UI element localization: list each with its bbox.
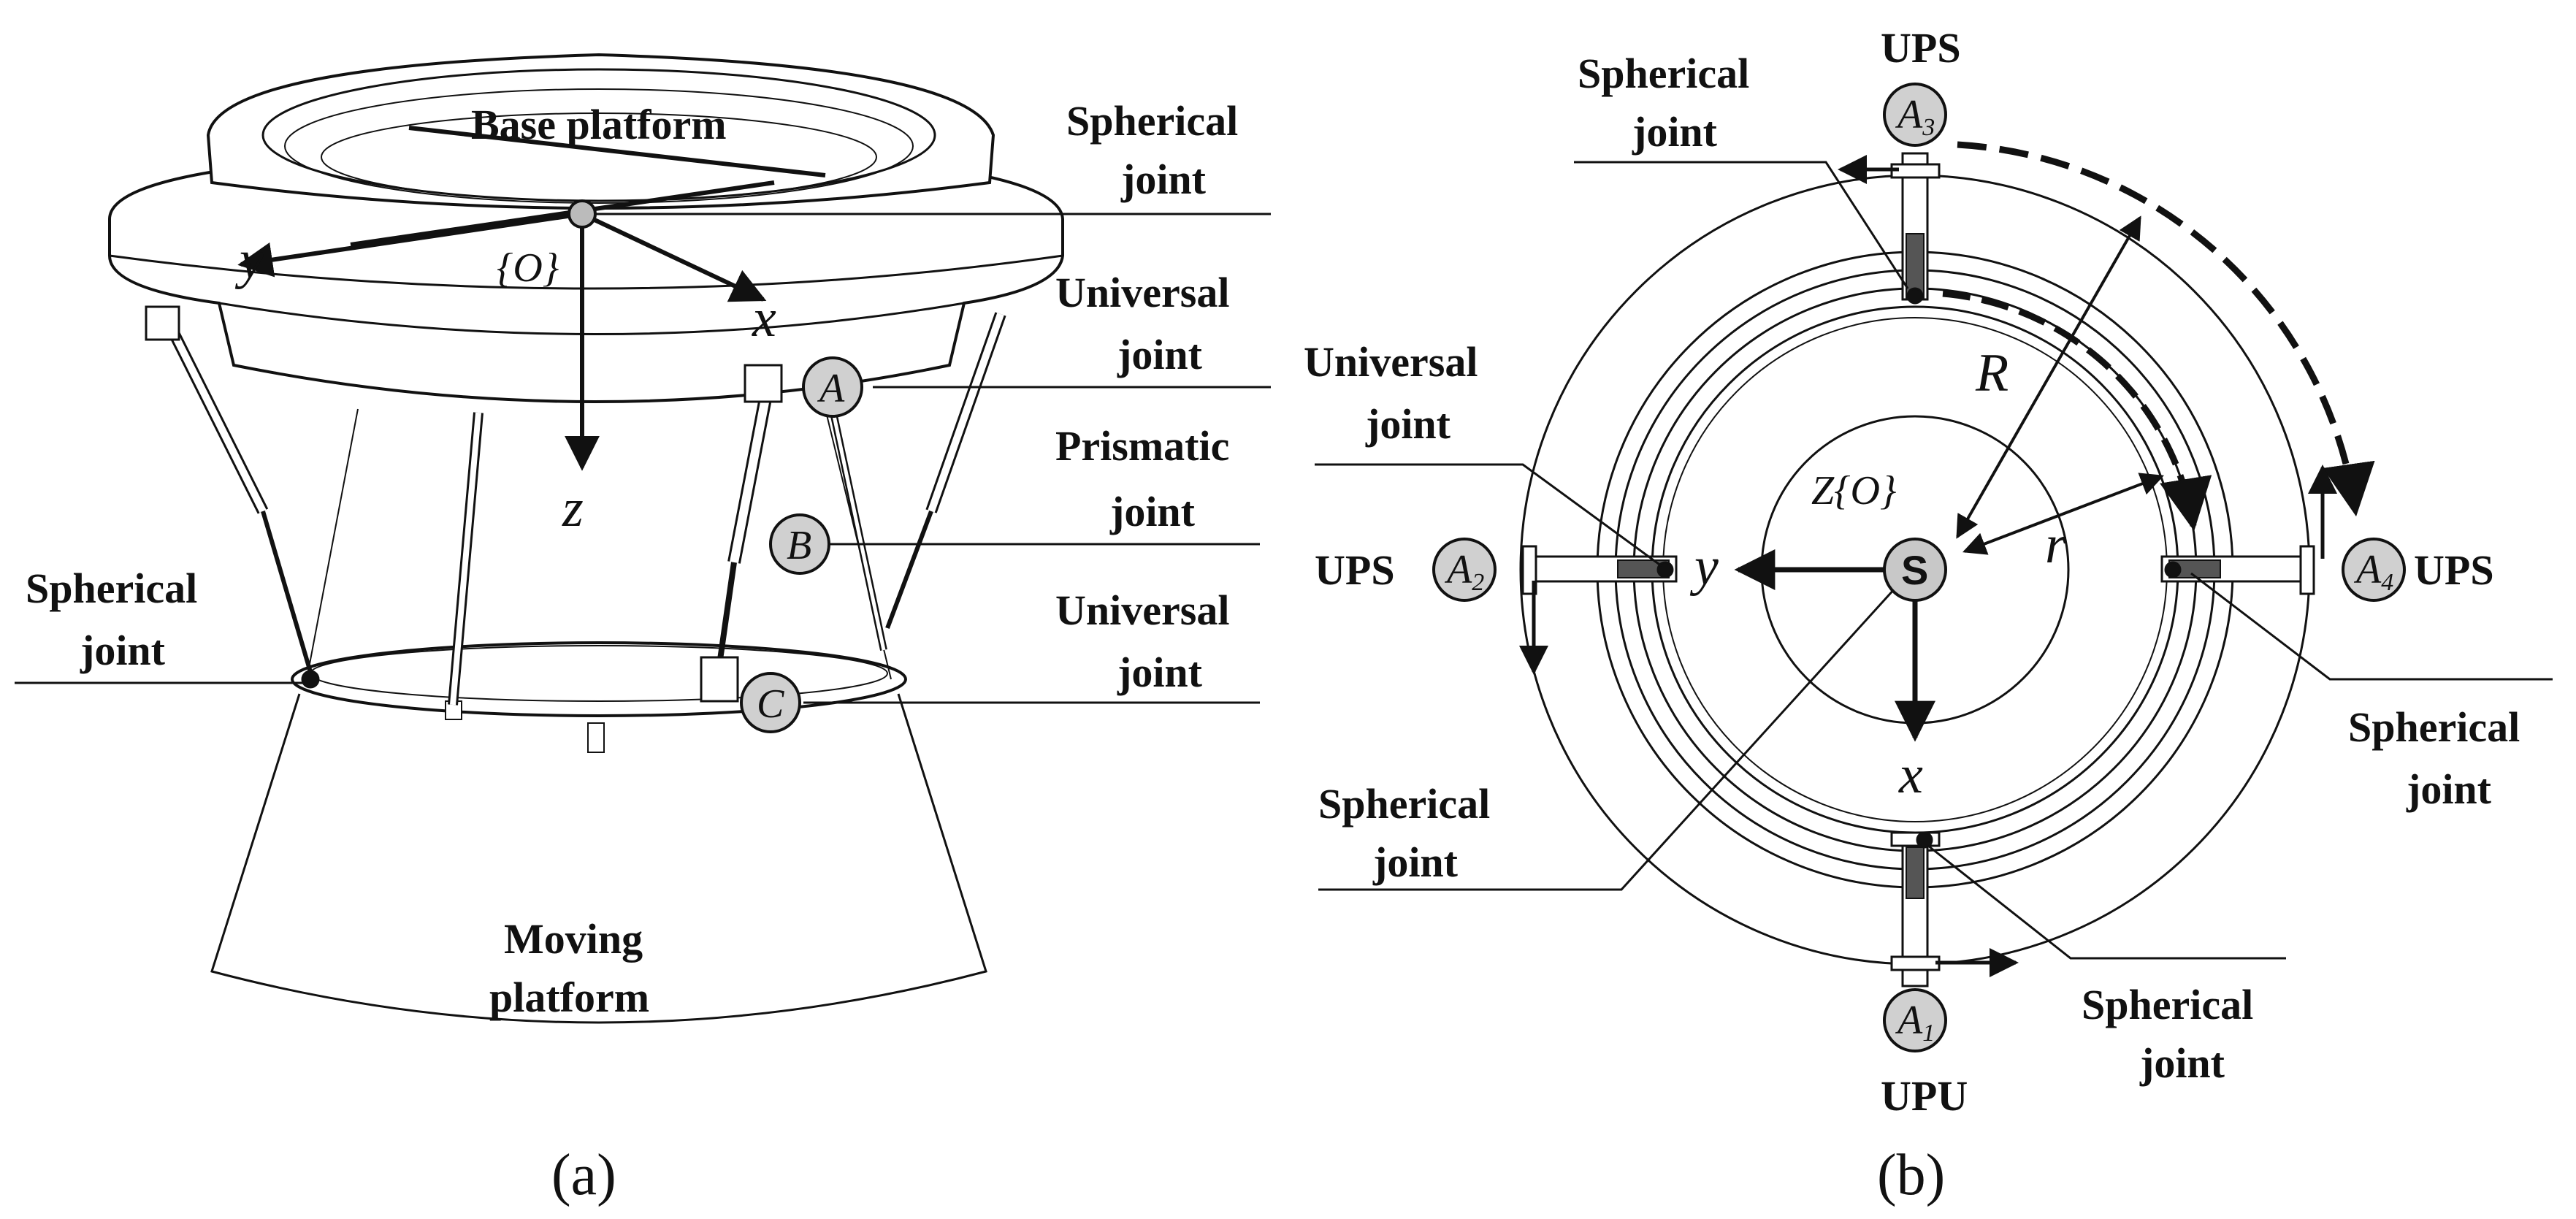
spherical-joint-right-b-l2: joint: [2406, 765, 2492, 813]
marker-a1-label: A1: [1895, 998, 1935, 1047]
universal-joint-b-l1: Universal: [1304, 338, 1478, 386]
marker-a3-circle: [1883, 83, 1947, 147]
leg-front: [700, 364, 783, 703]
spherical-joint-top-b-l2: joint: [1632, 108, 1718, 156]
spherical-joint-top-a-l2: joint: [1120, 156, 1207, 203]
moving-platform-ring: [291, 641, 907, 717]
limb-left: [1521, 545, 1678, 595]
caption-a: (a): [551, 1143, 616, 1207]
dashed-arc-outer: [1957, 141, 2375, 517]
radius-r-inner-line: [1962, 473, 2164, 555]
ups-top-label: UPS: [1881, 24, 1961, 72]
marker-a2-label: A2: [1444, 547, 1484, 596]
marker-b-label: B: [787, 523, 811, 568]
panel-a-labels: Base platform Spherical joint Universal …: [26, 97, 1238, 1207]
moving-platform-body: [210, 693, 987, 1024]
base-platform-top: [206, 53, 995, 210]
dashed-arc-inner: [1942, 290, 2212, 532]
center-s-circle: [1883, 538, 1947, 602]
marker-a3-label: A3: [1895, 92, 1935, 141]
marker-a-label: A: [817, 366, 845, 411]
frame-o-origin: [567, 199, 597, 229]
panel-b: [1315, 83, 2553, 1052]
leg-right: [885, 312, 1006, 630]
universal-joint-top-a-l2: joint: [1117, 331, 1203, 378]
frame-o-axes: [237, 126, 1271, 471]
panel-b-labels: UPS UPS UPS UPU Spherical joint Universa…: [1304, 24, 2520, 1207]
universal-joint-bottom-a-l2: joint: [1117, 649, 1203, 696]
spherical-joint-top-b-l1: Spherical: [1578, 50, 1749, 97]
leg-back: [448, 412, 484, 706]
radius-outer-label: R: [1975, 343, 2009, 403]
spherical-joint-dot-left: [301, 670, 320, 689]
marker-a4-circle: [2342, 538, 2406, 602]
marker-b-circle: [769, 513, 830, 575]
marker-a-circle: [802, 356, 863, 418]
axis-y-a: y: [234, 230, 264, 290]
spherical-joint-left-a-l2: joint: [80, 627, 166, 674]
radius-inner-label: r: [2045, 515, 2067, 575]
moving-platform-label-l1: Moving: [504, 915, 643, 963]
marker-a1-circle: [1883, 988, 1947, 1052]
caption-b: (b): [1877, 1143, 1945, 1207]
universal-joint-b-l2: joint: [1365, 400, 1451, 448]
limb-right: [2160, 545, 2315, 595]
marker-a4-label: A4: [2353, 547, 2393, 596]
moving-platform-label-l2: platform: [489, 974, 649, 1021]
ups-left-label: UPS: [1315, 546, 1395, 594]
axis-z-a: z: [562, 478, 584, 538]
limb-top: [1890, 152, 1941, 305]
spherical-joint-bottom-b-l1: Spherical: [2082, 981, 2253, 1028]
axis-x-a: x: [752, 288, 776, 348]
spherical-joint-right-b-l1: Spherical: [2348, 703, 2520, 751]
frame-o-label-a: {O}: [497, 245, 559, 291]
limb-bottom: [1890, 831, 1941, 987]
spherical-joint-bottom-b-l2: joint: [2139, 1039, 2225, 1087]
ups-right-label: UPS: [2414, 546, 2494, 594]
marker-c-label: C: [757, 681, 784, 727]
axis-y-b: y: [1689, 537, 1719, 597]
leg-right-front: [829, 408, 887, 651]
axis-x-b: x: [1898, 745, 1923, 805]
prismatic-joint-l2: joint: [1109, 488, 1196, 535]
marker-c-circle: [740, 672, 801, 733]
frame-o-label-b: Z{O}: [1811, 468, 1896, 513]
base-platform-label: Base platform: [471, 101, 727, 148]
spherical-joint-left-b-l2: joint: [1372, 838, 1459, 886]
universal-joint-top-a-l1: Universal: [1055, 269, 1229, 316]
panel-a: [15, 53, 1271, 1024]
spherical-joint-top-a-l1: Spherical: [1066, 97, 1238, 145]
center-s-label: S: [1901, 547, 1928, 593]
spherical-joint-left-b-l1: Spherical: [1318, 780, 1490, 828]
upu-bottom-label: UPU: [1881, 1072, 1968, 1120]
universal-joint-bottom-a-l1: Universal: [1055, 586, 1229, 634]
prismatic-joint-l1: Prismatic: [1055, 422, 1229, 470]
leg-left: [145, 305, 313, 673]
spherical-joint-left-a-l1: Spherical: [26, 565, 197, 612]
marker-a2-circle: [1432, 538, 1497, 602]
